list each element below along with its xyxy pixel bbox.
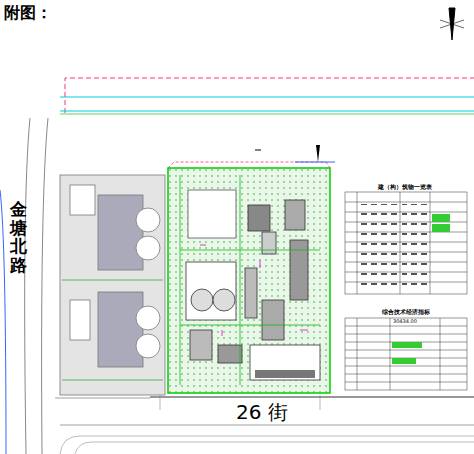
- figure-heading: 附图：: [4, 4, 52, 22]
- north-arrow-small: [316, 145, 320, 162]
- road-name: 金塘北路: [10, 200, 27, 275]
- street-name: 26 街: [236, 401, 288, 423]
- new-plant: [168, 162, 330, 393]
- red-line: [65, 78, 474, 113]
- river-line: [60, 97, 474, 111]
- building-table: [345, 192, 467, 294]
- road-edge: [25, 118, 48, 454]
- north-arrow: [440, 8, 464, 40]
- table-cell: 30434.00: [393, 319, 417, 325]
- table-title: 综合技术经济指标: [382, 309, 430, 316]
- table-title: 建（构）筑物一览表: [378, 184, 432, 191]
- index-table: [345, 318, 467, 390]
- road-edge: [150, 396, 474, 397]
- existing-plant: [60, 175, 165, 395]
